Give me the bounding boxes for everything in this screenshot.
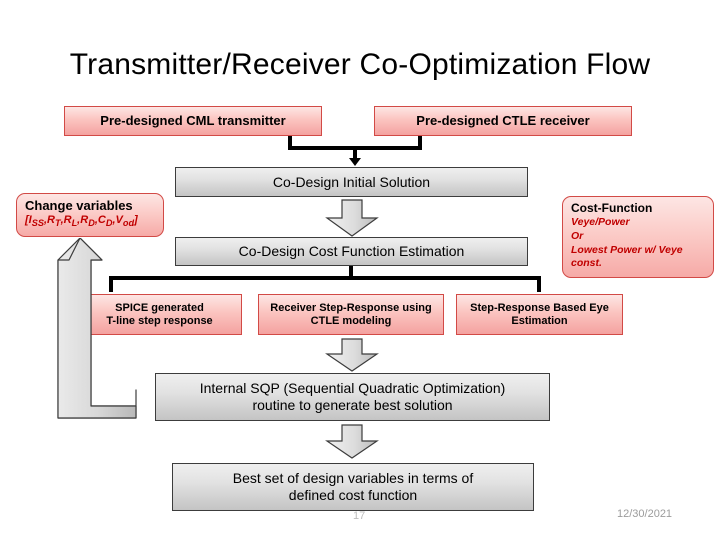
box-spice-generated-tline-step-response[interactable]: SPICE generated T-line step response (77, 294, 242, 335)
box-label-line1: Best set of design variables in terms of (232, 470, 474, 487)
box-label-line2: CTLE modeling (310, 314, 392, 327)
box-receiver-step-response-ctle-modeling[interactable]: Receiver Step-Response using CTLE modeli… (258, 294, 444, 335)
split-bracket-icon (109, 266, 541, 292)
down-arrow-icon (325, 199, 379, 237)
page-number: 17 (353, 510, 366, 522)
var-item: RD, (80, 214, 98, 229)
elbow-arrow-icon (57, 238, 137, 419)
arrow-down-initial-to-cost (325, 199, 379, 237)
callout-line-2: Or (571, 229, 584, 242)
box-label: Internal SQP (Sequential Quadratic Optim… (200, 380, 506, 413)
box-label: Best set of design variables in terms of… (233, 470, 473, 503)
arrow-feedback-loop (40, 238, 150, 420)
box-label: Receiver Step-Response using CTLE modeli… (270, 302, 431, 328)
box-label: Step-Response Based Eye Estimation (470, 302, 609, 328)
callout-line-3: Lowest Power w/ Veye (571, 243, 683, 256)
page-title: Transmitter/Receiver Co-Optimization Flo… (69, 48, 651, 81)
callout-cost-function[interactable]: Cost-Function Veye/Power Or Lowest Power… (562, 196, 714, 278)
box-label-line2: Estimation (511, 314, 568, 327)
box-co-design-initial-solution[interactable]: Co-Design Initial Solution (175, 167, 528, 197)
callout-line-4: const. (571, 257, 602, 270)
box-label: Pre-designed CTLE receiver (416, 113, 590, 129)
callout-line-1: Veye/Power (571, 215, 630, 228)
box-internal-sqp-routine[interactable]: Internal SQP (Sequential Quadratic Optim… (155, 373, 550, 421)
callout-change-variables[interactable]: Change variables [ISS,RT,RL,RD,CD,Vod] (16, 193, 164, 237)
var-item: CD, (97, 214, 116, 229)
box-label: SPICE generated T-line step response (106, 302, 212, 328)
callout-title: Change variables (25, 198, 133, 213)
var-item: RT, (47, 214, 64, 229)
merge-bracket-icon (288, 136, 422, 166)
box-label-line1: Internal SQP (Sequential Quadratic Optim… (199, 380, 506, 397)
box-label: Co-Design Initial Solution (272, 173, 431, 190)
box-label-line2: T-line step response (106, 314, 213, 327)
arrow-down-sqp-to-result (325, 424, 379, 459)
slide-date: 12/30/2021 (617, 508, 673, 520)
box-best-set-of-design-variables[interactable]: Best set of design variables in terms of… (172, 463, 534, 511)
box-label: Co-Design Cost Function Estimation (238, 243, 465, 260)
arrow-down-estimators-to-sqp (325, 338, 379, 372)
var-item: ISS, (28, 214, 48, 229)
down-arrow-icon (325, 338, 379, 372)
down-arrow-icon (325, 424, 379, 459)
box-label-line2: routine to generate best solution (252, 397, 453, 413)
box-label-line2: defined cost function (288, 487, 418, 503)
box-label: Pre-designed CML transmitter (100, 113, 286, 129)
box-label-line1: Step-Response Based Eye (470, 301, 609, 314)
box-pre-designed-cml-transmitter[interactable]: Pre-designed CML transmitter (64, 106, 322, 136)
box-label-line1: Receiver Step-Response using (270, 301, 432, 314)
var-item: Vod (115, 214, 135, 229)
bracket-close: ] (134, 214, 138, 227)
bracket-open: [ (25, 214, 29, 227)
box-label-line1: SPICE generated (115, 301, 204, 314)
box-pre-designed-ctle-receiver[interactable]: Pre-designed CTLE receiver (374, 106, 632, 136)
connector-split-estimators (105, 266, 545, 294)
box-step-response-based-eye-estimation[interactable]: Step-Response Based Eye Estimation (456, 294, 623, 335)
connector-merge-inputs (285, 136, 425, 166)
callout-title: Cost-Function (571, 201, 653, 215)
callout-variable-list: [ISS,RT,RL,RD,CD,Vod] (25, 214, 155, 229)
box-co-design-cost-function-estimation[interactable]: Co-Design Cost Function Estimation (175, 237, 528, 266)
var-item: RL, (63, 214, 81, 229)
